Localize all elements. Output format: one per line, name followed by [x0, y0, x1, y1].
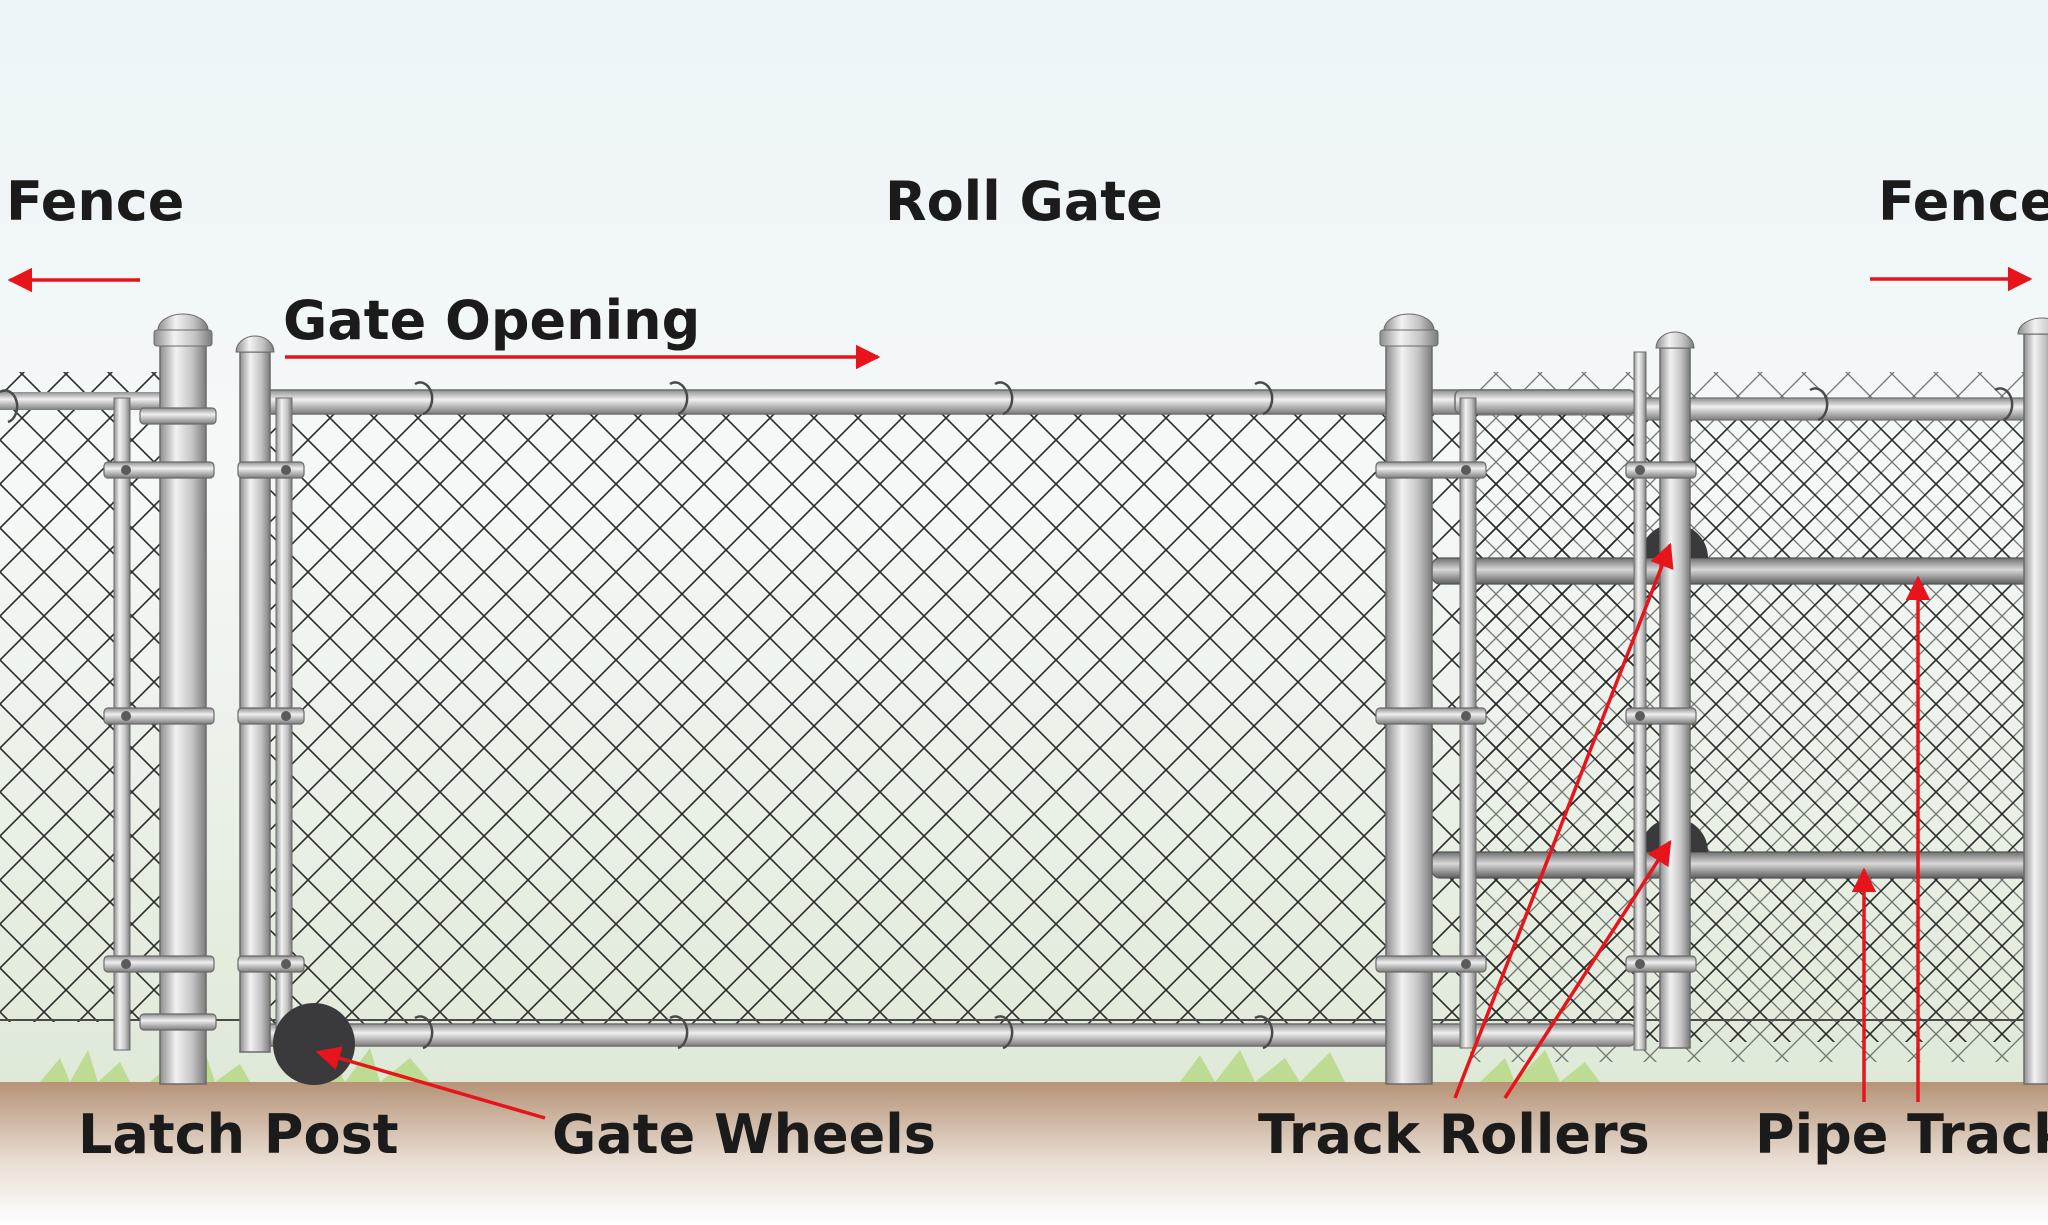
ground — [0, 1082, 2048, 1225]
band-bolts — [121, 465, 1645, 969]
arrow-track-roller-upper — [1453, 542, 1674, 1099]
label-roll-gate: Roll Gate — [885, 170, 1163, 233]
label-gate-wheels: Gate Wheels — [552, 1103, 936, 1166]
label-gate-opening: Gate Opening — [283, 289, 701, 352]
label-fence-left: Fence — [6, 170, 185, 233]
label-fence-right: Fence — [1878, 170, 2048, 233]
right-fence-top-rail — [1639, 397, 2048, 421]
tie-wires — [0, 381, 2014, 1050]
arrows — [7, 266, 2033, 1120]
label-latch-post: Latch Post — [78, 1103, 399, 1166]
left-fence-top-rail — [0, 392, 160, 410]
arrow-gate-wheels — [315, 1046, 546, 1120]
right-fence-mesh — [1470, 402, 2048, 1042]
left-fence-mesh — [0, 372, 160, 1022]
arrow-track-roller-lower — [1503, 839, 1672, 1099]
label-pipe-track: Pipe Track — [1755, 1103, 2048, 1166]
pipe-track-upper — [1431, 557, 2048, 585]
label-track-rollers: Track Rollers — [1258, 1103, 1650, 1166]
gate-wheel — [273, 1003, 355, 1085]
pipe-track-lower — [1431, 851, 2048, 879]
